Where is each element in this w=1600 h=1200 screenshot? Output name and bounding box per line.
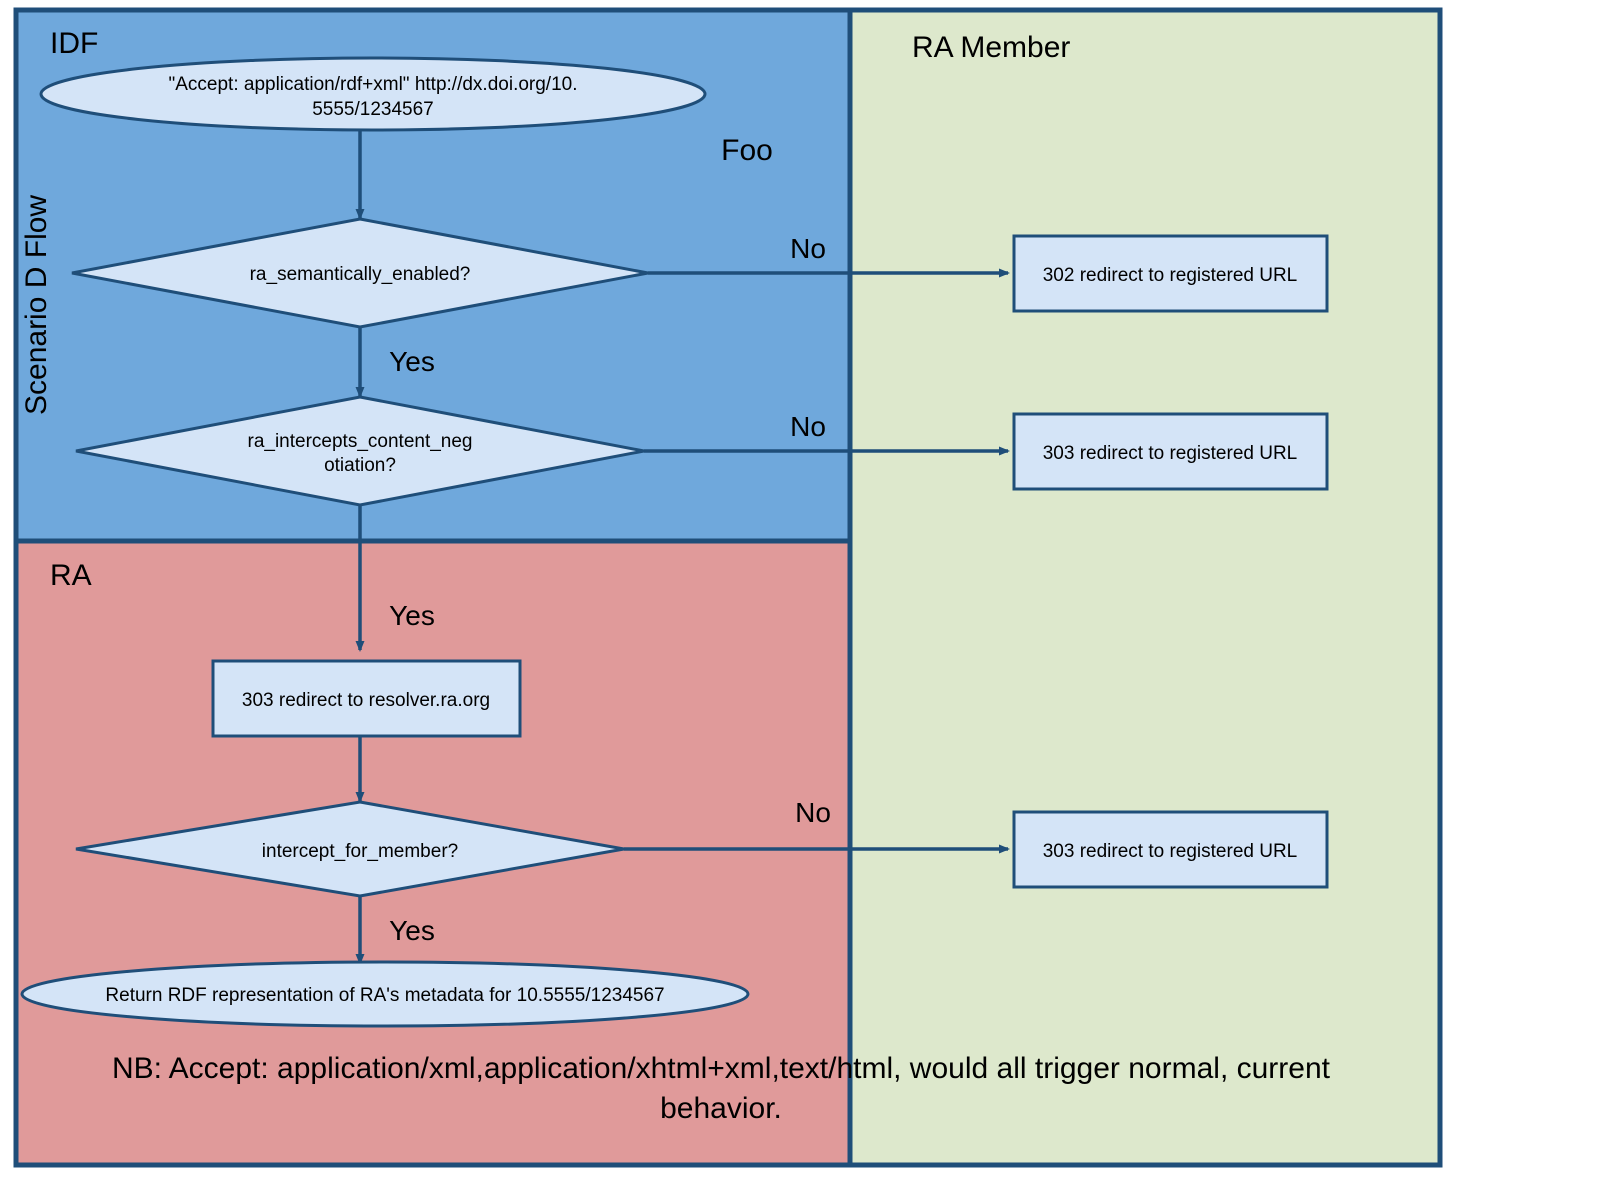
node-decision-ra-intercepts-content-negotiation[interactable]: ra_intercepts_content_neg otiation? <box>75 395 645 507</box>
node-decision-ra-semantically-enabled[interactable]: ra_semantically_enabled? <box>71 217 649 329</box>
swimlane-ra-member: RA Member <box>847 7 1443 1168</box>
node-end-return-rdf[interactable]: Return RDF representation of RA's metada… <box>20 960 750 1028</box>
edge-label-d1-yes: Yes <box>389 346 435 377</box>
node-end-line1: Return RDF representation of RA's metada… <box>105 985 664 1006</box>
note-line-2: behavior. <box>660 1092 782 1125</box>
foo-annotation-label: Foo <box>721 134 773 167</box>
node-member-303-redirect-b[interactable]: 303 redirect to registered URL <box>1012 810 1329 889</box>
node-start-line2: 5555/1234567 <box>312 99 434 120</box>
note-nb: NB: Accept: application/xml,application/… <box>112 1052 1331 1125</box>
note-line-1: NB: Accept: application/xml,application/… <box>112 1052 1331 1085</box>
node-member-303-redirect-a[interactable]: 303 redirect to registered URL <box>1012 412 1329 491</box>
node-d2-line2: otiation? <box>324 455 396 476</box>
node-m3-line1: 303 redirect to registered URL <box>1043 841 1298 862</box>
node-p1-line1: 303 redirect to resolver.ra.org <box>242 690 490 711</box>
edge-label-d1-no: No <box>790 233 826 264</box>
edge-label-d3-yes: Yes <box>389 915 435 946</box>
edge-label-d3-no: No <box>795 797 831 828</box>
node-decision-intercept-for-member[interactable]: intercept_for_member? <box>75 800 625 898</box>
node-d2-line1: ra_intercepts_content_neg <box>248 431 473 452</box>
pool-title-vertical: Scenario D Flow <box>20 195 53 415</box>
lane-label-idf: IDF <box>50 27 98 60</box>
edge-label-d2-no: No <box>790 411 826 442</box>
node-start-line1: "Accept: application/rdf+xml" http://dx.… <box>168 74 577 95</box>
node-m2-line1: 303 redirect to registered URL <box>1043 443 1298 464</box>
node-process-303-resolver[interactable]: 303 redirect to resolver.ra.org <box>211 659 522 738</box>
lane-label-ra-member: RA Member <box>912 31 1070 64</box>
edge-label-d2-yes: Yes <box>389 600 435 631</box>
node-m1-line1: 302 redirect to registered URL <box>1043 265 1298 286</box>
node-member-302-redirect[interactable]: 302 redirect to registered URL <box>1012 234 1329 313</box>
lane-label-ra: RA <box>50 559 92 592</box>
node-d1-line1: ra_semantically_enabled? <box>250 264 471 285</box>
node-d3-line1: intercept_for_member? <box>262 841 458 862</box>
node-start[interactable]: "Accept: application/rdf+xml" http://dx.… <box>39 56 707 132</box>
